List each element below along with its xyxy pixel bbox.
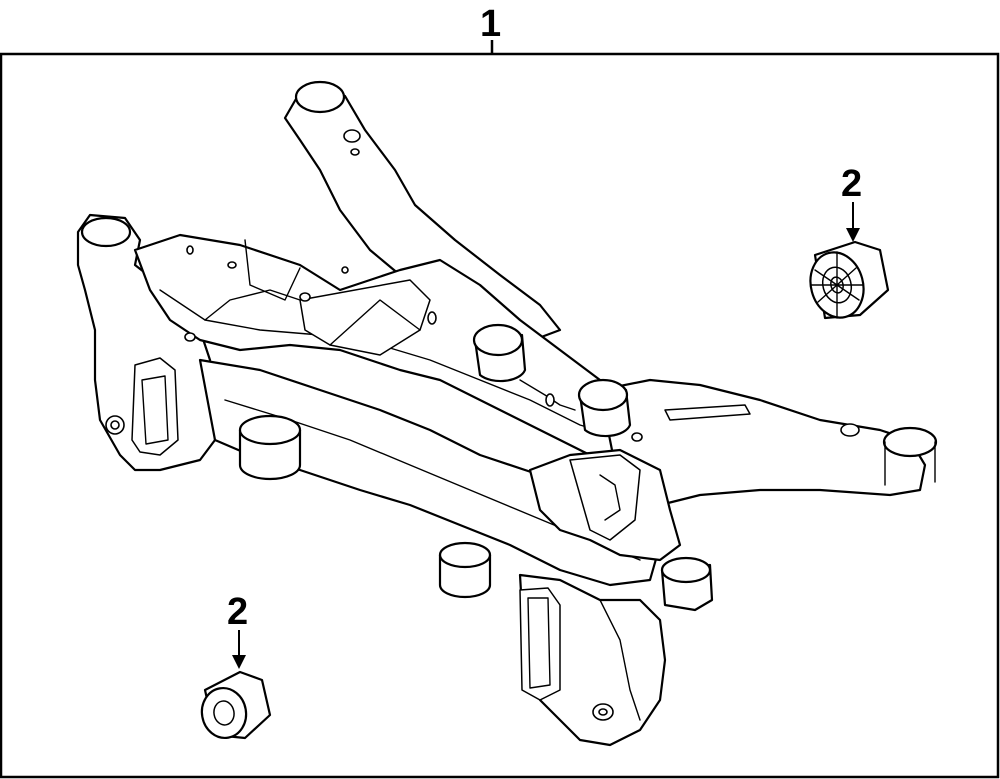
left-mount-cap [80, 216, 132, 248]
left-tower-pad [131, 357, 179, 456]
mount-hole [343, 129, 361, 143]
bushing-upper[interactable] [803, 240, 890, 324]
subframe-bushing-right [577, 378, 632, 438]
rear-subframe[interactable] [76, 80, 938, 747]
diagram-border [0, 52, 1000, 779]
mount-hole [350, 148, 360, 156]
rear-tower-pad [519, 587, 561, 701]
subframe-bushing-lower [438, 541, 492, 599]
crossmember-box [299, 279, 431, 356]
callout-1[interactable]: 1 [480, 3, 501, 54]
arrow-down-icon [846, 228, 860, 242]
callout-2-upper-label: 2 [841, 163, 862, 205]
callout-2-lower[interactable]: 2 [227, 591, 248, 669]
subframe-left-tower [76, 213, 217, 472]
arrow-down-icon [232, 655, 246, 669]
arm-slot [664, 404, 751, 421]
right-mount-cap [882, 426, 938, 458]
callout-1-label: 1 [480, 3, 501, 45]
callout-2-upper[interactable]: 2 [841, 163, 862, 242]
subframe-bushing-left [238, 414, 302, 481]
callout-2-lower-label: 2 [227, 591, 248, 633]
subframe-bushing-center [472, 323, 527, 383]
top-mount-cap [294, 80, 346, 114]
bushing-lower[interactable] [198, 670, 272, 741]
rear-crossmember [198, 358, 662, 587]
